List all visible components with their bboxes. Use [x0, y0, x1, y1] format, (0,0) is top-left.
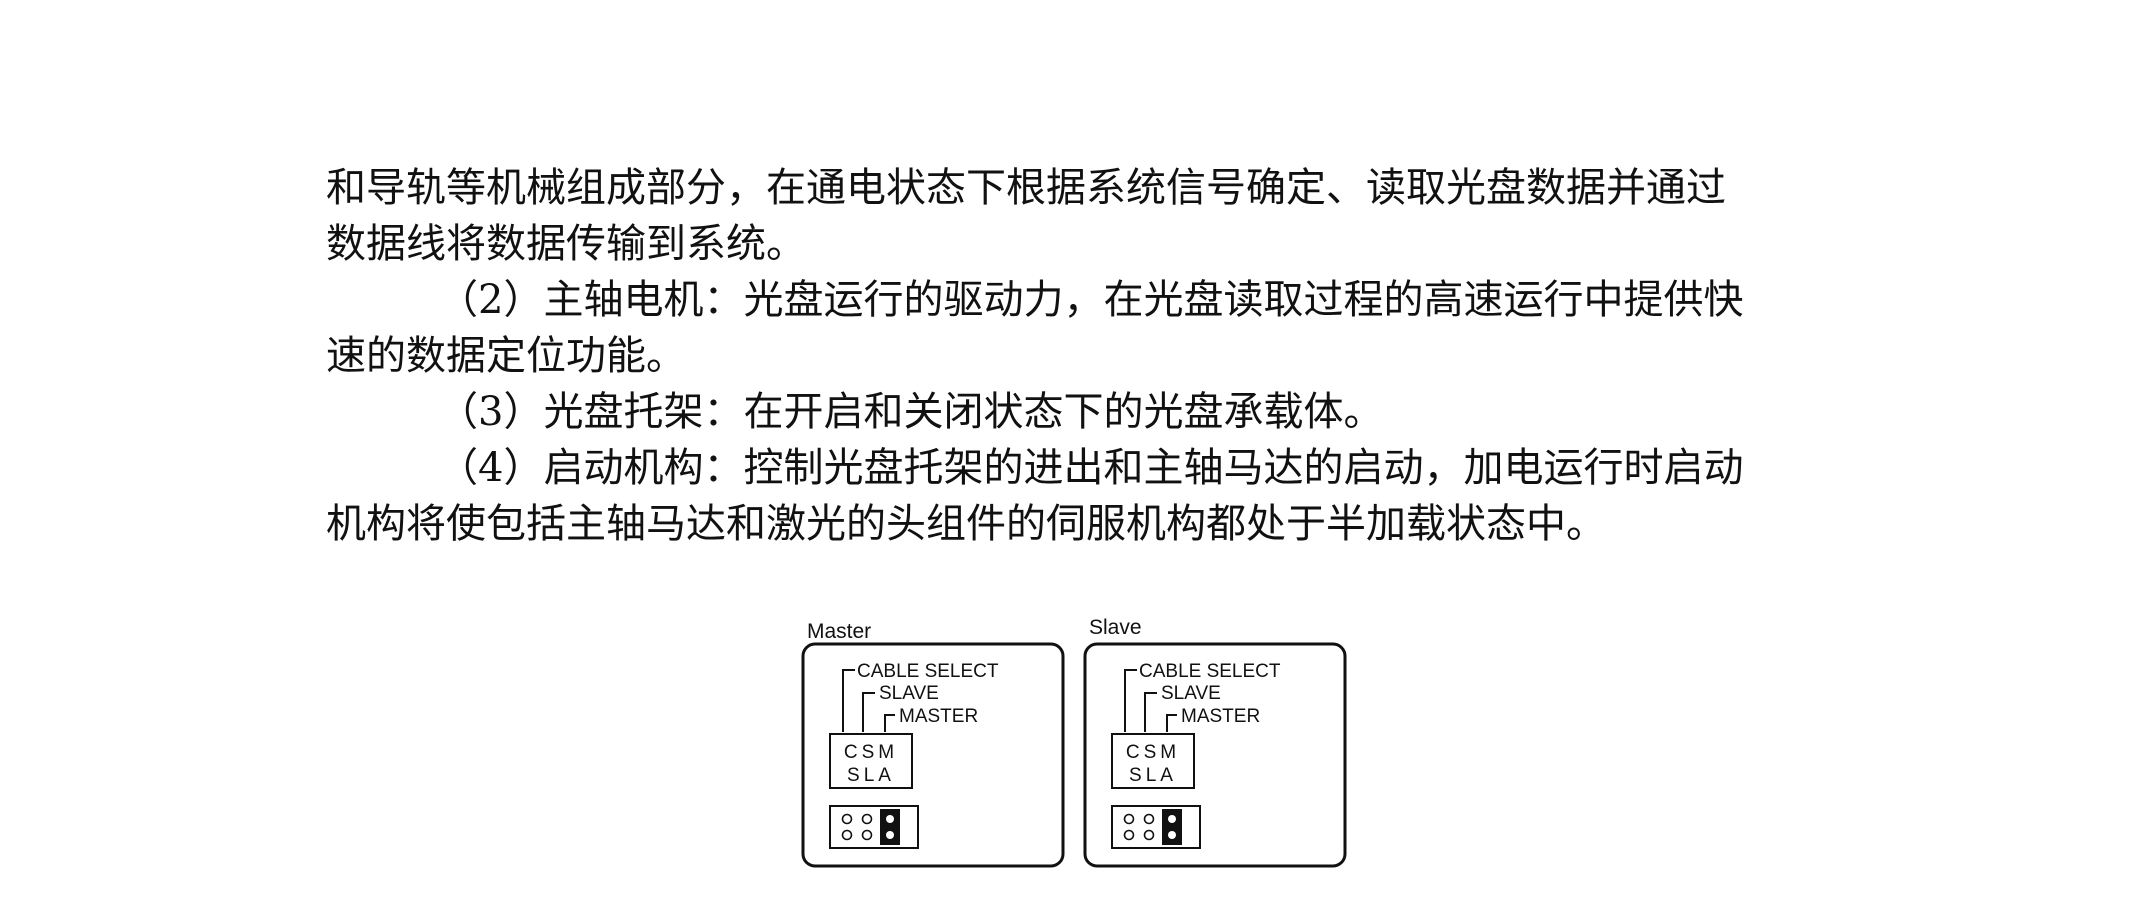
panel-master-jumper-block — [829, 805, 919, 849]
panel-master-option-master: MASTER — [899, 706, 978, 727]
paragraph-1: 和导轨等机械组成部分，在通电状态下根据系统信号确定、读取光盘数据并通过 数据线将… — [326, 160, 1836, 272]
panel-master-pin-covered — [886, 815, 894, 823]
paragraph-4: （4）启动机构：控制光盘托架的进出和主轴马达的启动，加电运行时启动 机构将使包括… — [326, 440, 1836, 552]
panel-slave-bracket-slave — [1144, 692, 1157, 732]
paragraph-4-line-1: （4）启动机构：控制光盘托架的进出和主轴马达的启动，加电运行时启动 — [438, 445, 1744, 491]
panel-slave-pin-covered — [1168, 831, 1176, 839]
panel-slave-option-master: MASTER — [1181, 706, 1260, 727]
panel-master-label-line-2: SLA — [847, 765, 895, 786]
panel-slave-option-slave: SLAVE — [1161, 683, 1221, 704]
panel-slave-pin — [1123, 813, 1135, 825]
panel-master-jumper-cap — [880, 809, 900, 845]
panel-master-bracket-master — [884, 714, 895, 732]
paragraph-1-line-2: 数据线将数据传输到系统。 — [326, 221, 806, 267]
paragraph-3-line-1: （3）光盘托架：在开启和关闭状态下的光盘承载体。 — [438, 389, 1384, 435]
panel-master-option-cable-select: CABLE SELECT — [857, 661, 999, 682]
panel-slave-title: Slave — [1089, 616, 1142, 639]
jumper-settings-figure: Master CABLE SELECT SLAVE MASTER CSM SLA — [795, 610, 1355, 880]
panel-slave-jumper-cap — [1162, 809, 1182, 845]
panel-master: Master CABLE SELECT SLAVE MASTER CSM SLA — [801, 620, 1065, 868]
paragraph-2: （2）主轴电机：光盘运行的驱动力，在光盘读取过程的高速运行中提供快 速的数据定位… — [326, 272, 1836, 384]
panel-slave-pin-covered — [1168, 815, 1176, 823]
panel-master-title: Master — [807, 620, 871, 643]
panel-slave-label-line-2: SLA — [1129, 765, 1177, 786]
panel-master-option-slave: SLAVE — [879, 683, 939, 704]
panel-master-pin — [861, 813, 873, 825]
panel-slave-bracket-cable — [1124, 669, 1137, 732]
panel-master-bracket-cable — [842, 669, 855, 732]
paragraph-1-line-1: 和导轨等机械组成部分，在通电状态下根据系统信号确定、读取光盘数据并通过 — [326, 165, 1726, 211]
panel-master-frame — [801, 642, 1065, 868]
panel-slave-pin — [1123, 829, 1135, 841]
body-text: 和导轨等机械组成部分，在通电状态下根据系统信号确定、读取光盘数据并通过 数据线将… — [326, 160, 1836, 552]
panel-slave-jumper-block — [1111, 805, 1201, 849]
panel-master-bracket-slave — [862, 692, 875, 732]
panel-slave-label-line-1: CSM — [1126, 742, 1180, 763]
paragraph-3: （3）光盘托架：在开启和关闭状态下的光盘承载体。 — [326, 384, 1836, 440]
jumper-diagram: Master CABLE SELECT SLAVE MASTER CSM SLA — [801, 616, 1347, 868]
panel-slave-frame — [1083, 642, 1347, 868]
panel-master-pin — [841, 813, 853, 825]
panel-slave: Slave CABLE SELECT SLAVE MASTER CSM SLA — [1083, 616, 1347, 868]
panel-master-pin — [841, 829, 853, 841]
panel-master-pin-covered — [886, 831, 894, 839]
paragraph-2-line-1: （2）主轴电机：光盘运行的驱动力，在光盘读取过程的高速运行中提供快 — [438, 277, 1744, 323]
paragraph-4-line-2: 机构将使包括主轴马达和激光的头组件的伺服机构都处于半加载状态中。 — [326, 501, 1606, 547]
panel-slave-pin — [1143, 813, 1155, 825]
panel-slave-bracket-master — [1166, 714, 1177, 732]
panel-master-pin — [861, 829, 873, 841]
panel-slave-pin — [1143, 829, 1155, 841]
paragraph-2-line-2: 速的数据定位功能。 — [326, 333, 686, 379]
panel-master-label-box — [829, 733, 913, 789]
panel-slave-label-box — [1111, 733, 1195, 789]
panel-slave-option-cable-select: CABLE SELECT — [1139, 661, 1281, 682]
panel-master-label-line-1: CSM — [844, 742, 898, 763]
